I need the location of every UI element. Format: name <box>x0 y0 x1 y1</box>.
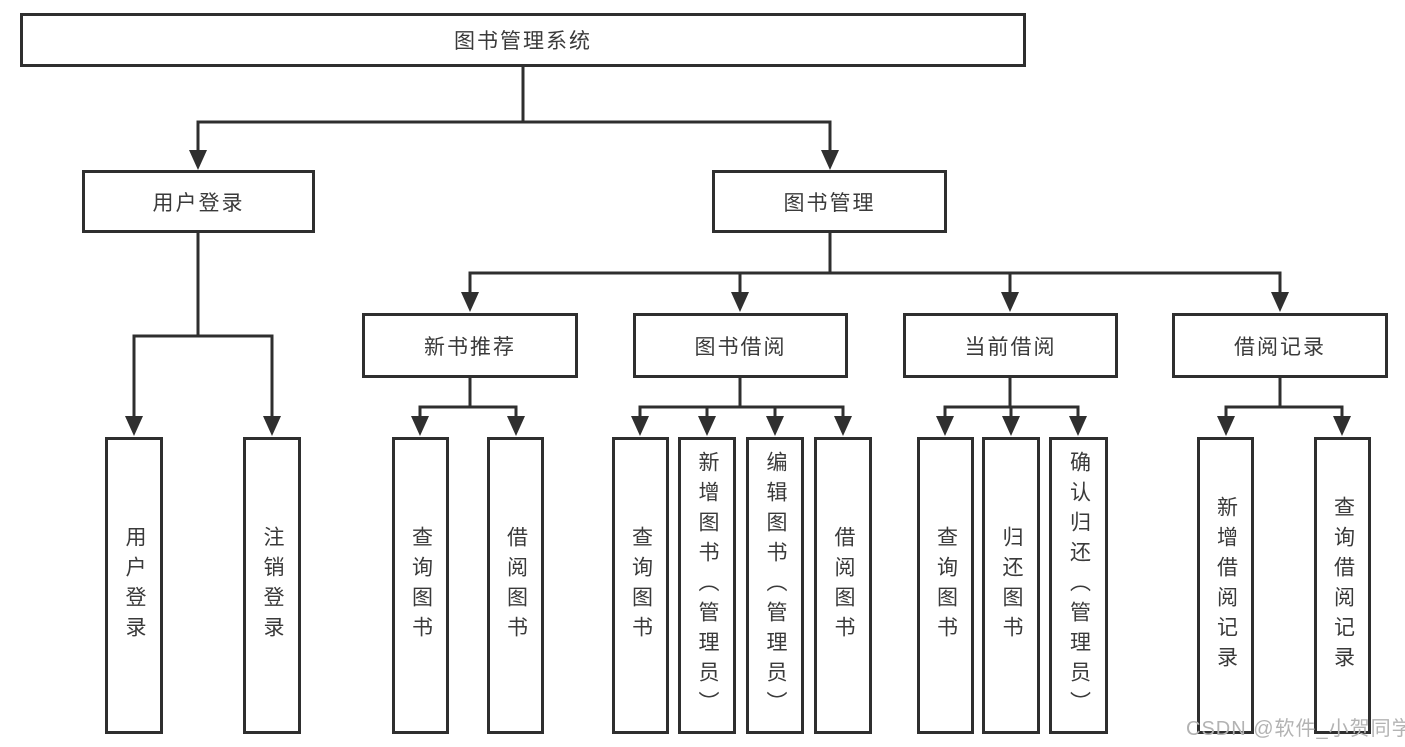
node-current-borrow: 当前借阅 <box>903 313 1118 378</box>
arrowhead-icon <box>263 416 281 436</box>
arrowhead-icon <box>1217 416 1235 436</box>
leaf-query-book-borrow: 查询图书 <box>612 437 669 734</box>
arrowhead-icon <box>631 416 649 436</box>
leaf-return-book: 归还图书 <box>982 437 1040 734</box>
arrowhead-icon <box>698 416 716 436</box>
arrowhead-icon <box>507 416 525 436</box>
arrowhead-icon <box>125 416 143 436</box>
node-borrow-record: 借阅记录 <box>1172 313 1388 378</box>
arrowhead-icon <box>461 292 479 312</box>
arrowhead-icon <box>1333 416 1351 436</box>
leaf-confirm-return-admin: 确认归还（管理员） <box>1049 437 1108 734</box>
arrowhead-icon <box>821 150 839 170</box>
node-new-book-recommend: 新书推荐 <box>362 313 578 378</box>
leaf-logout: 注销登录 <box>243 437 301 734</box>
leaf-edit-book-admin: 编辑图书（管理员） <box>746 437 804 734</box>
arrowhead-icon <box>1002 416 1020 436</box>
leaf-query-borrow-record: 查询借阅记录 <box>1314 437 1371 734</box>
leaf-query-book-recommend: 查询图书 <box>392 437 449 734</box>
node-user-login: 用户登录 <box>82 170 315 233</box>
arrowhead-icon <box>1271 292 1289 312</box>
leaf-add-book-admin: 新增图书（管理员） <box>678 437 736 734</box>
leaf-add-borrow-record: 新增借阅记录 <box>1197 437 1254 734</box>
leaf-user-login: 用户登录 <box>105 437 163 734</box>
csdn-watermark: CSDN @软件_小贺同学 <box>1186 718 1405 740</box>
leaf-borrow-book-recommend: 借阅图书 <box>487 437 544 734</box>
node-book-borrow: 图书借阅 <box>633 313 848 378</box>
arrowhead-icon <box>936 416 954 436</box>
arrowhead-icon <box>1001 292 1019 312</box>
arrowhead-icon <box>1069 416 1087 436</box>
arrowhead-icon <box>411 416 429 436</box>
arrowhead-icon <box>834 416 852 436</box>
node-root-system: 图书管理系统 <box>20 13 1026 67</box>
arrowhead-icon <box>189 150 207 170</box>
arrowhead-icon <box>731 292 749 312</box>
node-book-management: 图书管理 <box>712 170 947 233</box>
arrowhead-icon <box>766 416 784 436</box>
leaf-query-book-current: 查询图书 <box>917 437 974 734</box>
leaf-borrow-book: 借阅图书 <box>814 437 872 734</box>
